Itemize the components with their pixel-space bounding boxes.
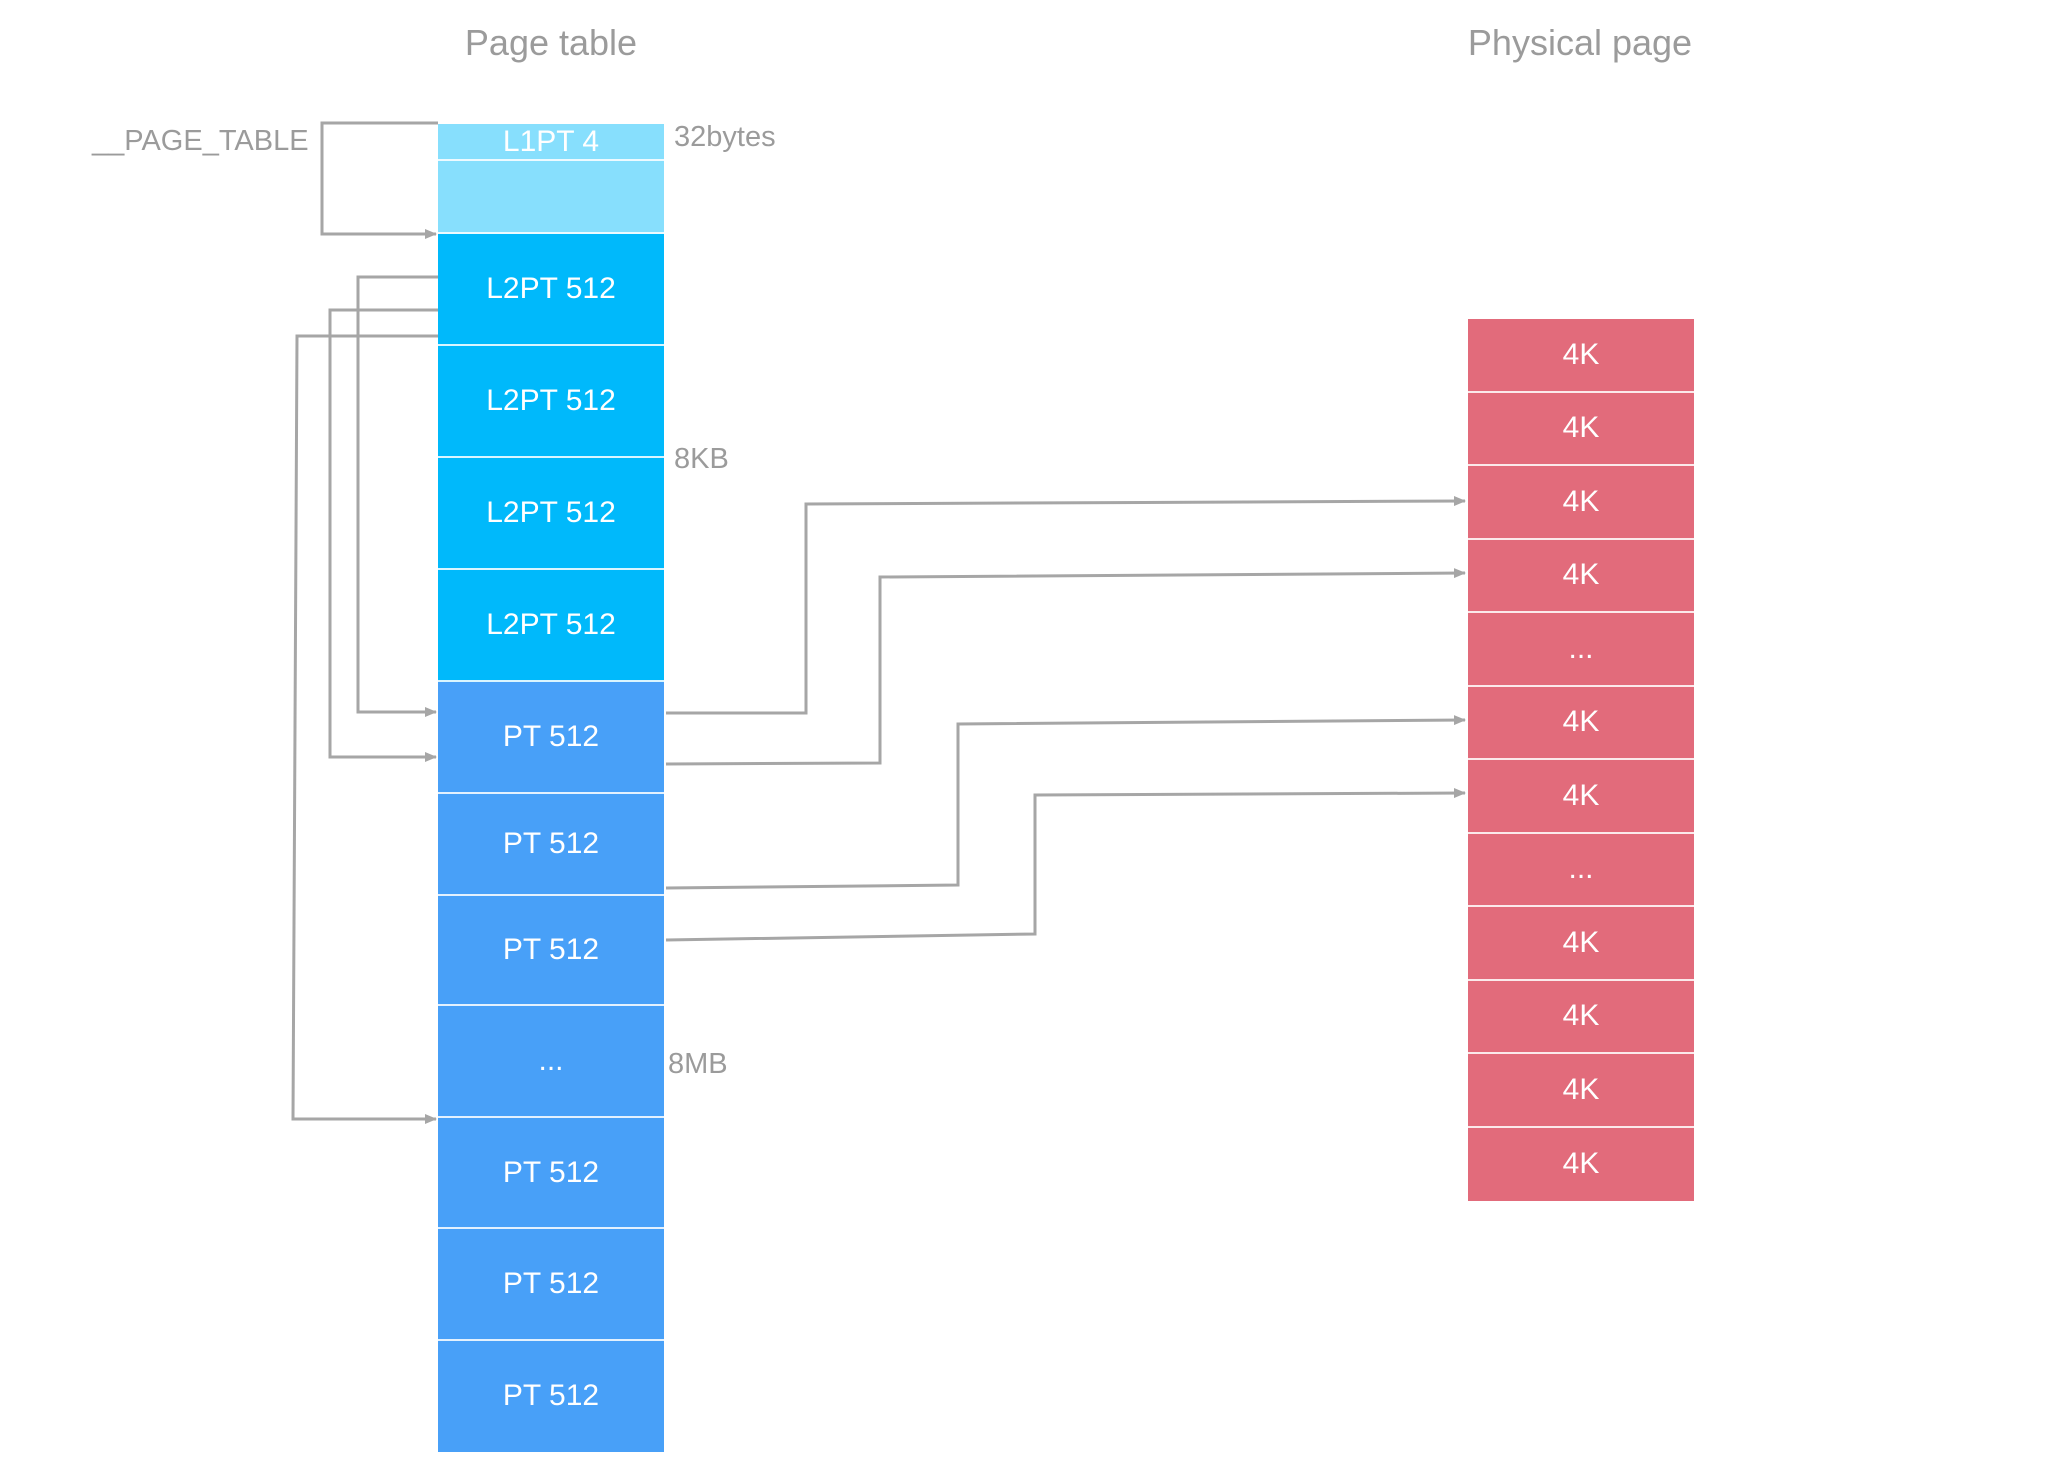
pt-cell: PT 512 [438,794,664,896]
pt-cell: ... [438,1006,664,1118]
pt-cell: PT 512 [438,1340,664,1452]
page-table-symbol-label: __PAGE_TABLE [92,125,309,157]
physical-page-cell: 4K [1468,760,1694,834]
pt-cell: PT 512 [438,682,664,795]
l2pt-cell: L2PT 512 [438,458,664,570]
pt-to-physical-arrow-1 [666,496,1466,715]
pt-cell: PT 512 [438,1229,664,1341]
physical-page-cell: 4K [1468,319,1694,393]
physical-page-ellipsis: ... [1468,833,1694,907]
physical-page-cell: 4K [1468,539,1694,613]
l2-to-pt-arrow-2 [328,308,438,762]
l2pt-cell: L2PT 512 [438,346,664,458]
physical-page-ellipsis: ... [1468,613,1694,687]
physical-page-cell: 4K [1468,686,1694,760]
l1pt-cell [438,161,664,234]
physical-page-heading: Physical page [1467,22,1693,63]
pt-to-physical-arrow-3 [665,715,1466,890]
l1pt-cell: L1PT 4 [438,124,664,161]
pt-to-physical-arrow-2 [665,568,1466,766]
pt-to-physical-arrow-4 [665,788,1466,942]
physical-page-cell: 4K [1468,392,1694,466]
physical-page-cell: 4K [1468,466,1694,540]
l1-size-label: 32bytes [674,121,776,153]
l2pt-cell: L2PT 512 [438,234,664,346]
page-table-pointer-arrow [320,121,438,239]
l2-to-pt-arrow-1 [356,275,438,717]
l2-size-label: 8KB [674,443,729,475]
l2-to-pt-arrow-3 [291,334,438,1124]
l2pt-cell: L2PT 512 [438,570,664,682]
pt-cell: PT 512 [438,895,664,1007]
physical-page-cell: 4K [1468,1054,1694,1128]
page-table-heading: Page table [464,22,638,63]
physical-page-cell: 4K [1468,907,1694,981]
pt-cell: PT 512 [438,1117,664,1230]
pt-size-label: 8MB [668,1048,728,1080]
physical-page-cell: 4K [1468,1127,1694,1201]
physical-page-cell: 4K [1468,980,1694,1054]
